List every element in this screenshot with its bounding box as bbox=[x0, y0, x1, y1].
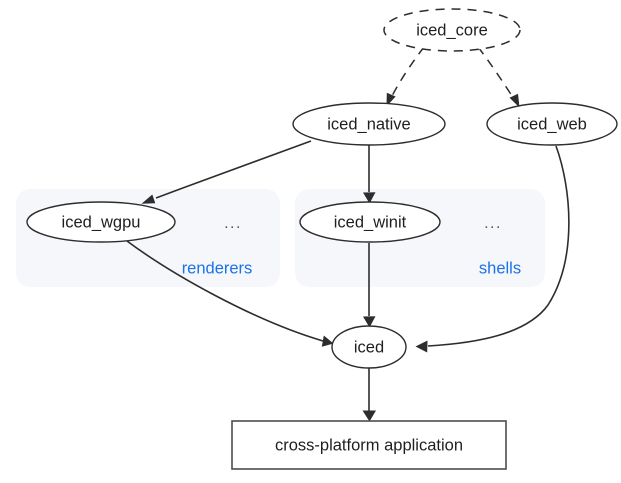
node-cross-platform-application-shape[interactable] bbox=[231, 420, 507, 470]
renderers-ellipsis-label: ... bbox=[224, 215, 242, 232]
edge-web-to-iced-arrowhead bbox=[415, 340, 428, 353]
edge-winit-to-iced-arrowhead bbox=[363, 316, 376, 328]
node-iced-wgpu-shape[interactable] bbox=[26, 201, 176, 243]
node-iced-web[interactable]: iced_web bbox=[486, 102, 618, 146]
edge-iced-to-app bbox=[362, 368, 376, 422]
node-iced-web-shape[interactable] bbox=[486, 102, 618, 146]
node-iced-core[interactable]: iced_core bbox=[383, 8, 521, 52]
node-shells-more: ... bbox=[484, 215, 502, 232]
edge-native-to-wgpu-arrowhead bbox=[141, 194, 156, 204]
edge-winit-to-iced bbox=[363, 243, 376, 328]
edge-native-to-winit bbox=[363, 145, 376, 204]
edge-iced-to-app-arrowhead bbox=[362, 410, 376, 422]
cluster-shells-label: shells bbox=[479, 259, 521, 277]
shells-ellipsis-label: ... bbox=[484, 215, 502, 232]
edge-wgpu-to-iced bbox=[126, 240, 334, 347]
cluster-renderers-label: renderers bbox=[182, 259, 253, 277]
edge-core-to-web bbox=[477, 46, 520, 108]
node-iced[interactable]: iced bbox=[331, 325, 407, 369]
node-iced-winit-label: iced_winit bbox=[334, 213, 407, 231]
node-iced-core-label: iced_core bbox=[416, 21, 488, 39]
edge-core-to-web-line bbox=[477, 46, 515, 100]
node-renderers-more: ... bbox=[224, 215, 242, 232]
node-iced-native-shape[interactable] bbox=[292, 102, 446, 146]
edge-wgpu-to-iced-arrowhead bbox=[321, 335, 334, 347]
node-cross-platform-application-label: cross-platform application bbox=[275, 436, 463, 454]
node-iced-wgpu-label: iced_wgpu bbox=[62, 213, 141, 231]
edge-core-to-web-arrowhead bbox=[509, 93, 520, 108]
node-iced-core-shape[interactable] bbox=[383, 8, 521, 52]
node-iced-native[interactable]: iced_native bbox=[292, 102, 446, 146]
node-iced-shape[interactable] bbox=[331, 325, 407, 369]
node-iced-native-label: iced_native bbox=[327, 115, 410, 133]
edge-native-to-wgpu bbox=[141, 140, 312, 204]
node-iced-web-label: iced_web bbox=[517, 115, 587, 133]
edge-web-to-iced bbox=[415, 145, 570, 353]
edge-core-to-native bbox=[386, 46, 425, 107]
edge-web-to-iced-line bbox=[427, 145, 570, 347]
node-iced-wgpu[interactable]: iced_wgpu bbox=[26, 201, 176, 243]
edge-core-to-native-line bbox=[390, 46, 425, 99]
node-iced-winit[interactable]: iced_winit bbox=[299, 201, 441, 243]
node-cross-platform-application[interactable]: cross-platform application bbox=[231, 420, 507, 470]
edge-native-to-winit-arrowhead bbox=[363, 192, 376, 204]
node-iced-label: iced bbox=[354, 338, 384, 356]
node-iced-winit-shape[interactable] bbox=[299, 201, 441, 243]
edge-native-to-wgpu-line bbox=[155, 140, 312, 199]
edge-wgpu-to-iced-line bbox=[126, 240, 324, 342]
